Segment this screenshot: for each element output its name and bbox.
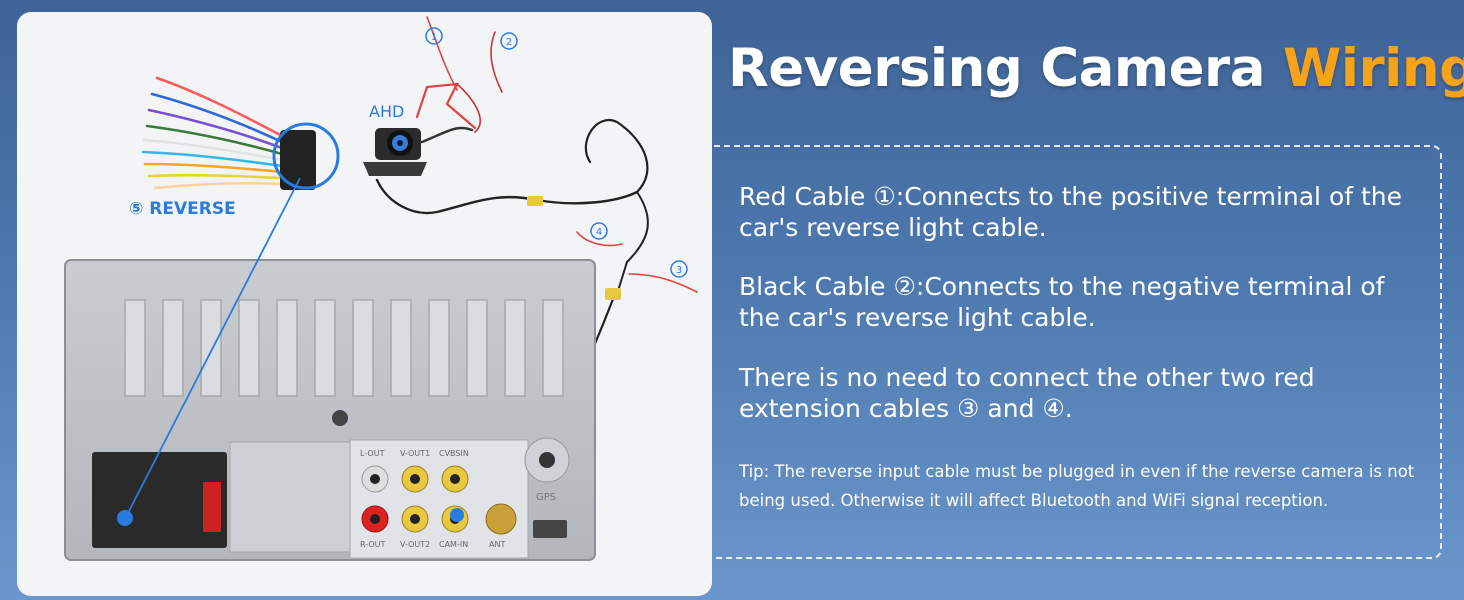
port-label-v-out2: V-OUT2 — [400, 540, 430, 549]
rca-plug-camera — [527, 196, 543, 206]
extension-cable-note: There is no need to connect the other tw… — [739, 363, 1315, 423]
svg-text:2: 2 — [506, 37, 512, 48]
cable-marker-1: 1 — [425, 27, 443, 45]
rca-sockets — [361, 465, 469, 533]
reverse-pin-marker — [117, 510, 133, 526]
tip-text: Tip: The reverse input cable must be plu… — [739, 462, 1415, 510]
wiring-diagram-panel: ⑤ REVERSE AHD — [17, 12, 712, 596]
harness-connector — [280, 130, 316, 190]
harness-wires — [141, 76, 284, 190]
port-label-v-out1: V-OUT1 — [400, 449, 430, 458]
rca-plug-input — [605, 288, 621, 300]
reverse-label: ⑤ REVERSE — [129, 199, 236, 219]
connector-highlight-circle — [272, 122, 340, 190]
svg-text:1: 1 — [431, 32, 437, 43]
svg-text:3: 3 — [676, 265, 682, 276]
reverse-pointer-line — [125, 177, 301, 518]
info-box — [714, 145, 1442, 559]
port-label-gps: GPS — [536, 492, 556, 503]
port-label-ant: ANT — [489, 540, 505, 549]
wiring-diagram: ⑤ REVERSE AHD — [64, 16, 698, 561]
black-cable-instruction: Black Cable ②:Connects to the negative t… — [739, 272, 1385, 332]
port-label-cvbsin: CVBSIN — [439, 449, 469, 458]
port-label-l-out: L-OUT — [360, 449, 385, 458]
cable-marker-3: 3 — [670, 260, 688, 278]
camera-cables — [375, 16, 698, 504]
port-label-cam-in: CAM-IN — [439, 540, 468, 549]
cable-marker-2: 2 — [500, 32, 518, 50]
camera-icon — [363, 128, 427, 176]
page-title: Reversing Camera Wiring — [728, 38, 1464, 99]
cable-marker-4: 4 — [590, 222, 608, 240]
svg-text:4: 4 — [596, 227, 602, 238]
port-label-r-out: R-OUT — [360, 540, 385, 549]
red-cable-instruction: Red Cable ①:Connects to the positive ter… — [739, 182, 1403, 242]
head-unit — [64, 259, 596, 561]
cam-in-marker — [450, 508, 464, 522]
camera-label: AHD — [369, 102, 404, 121]
